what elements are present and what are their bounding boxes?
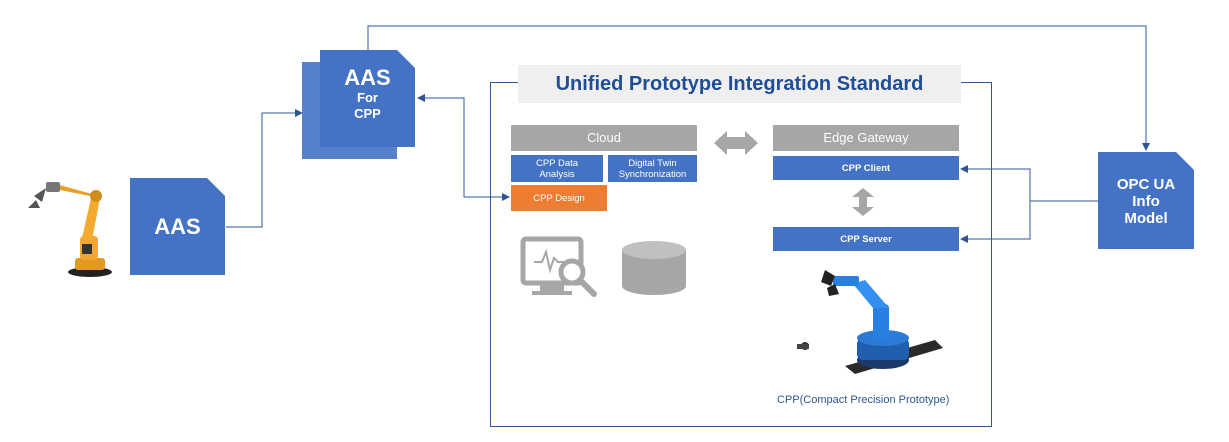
cpp-data-analysis-label: CPP Data Analysis — [535, 157, 579, 180]
aas-for-cpp-for: For — [357, 90, 378, 105]
cpp-server-label: CPP Server — [840, 233, 892, 245]
aas-to-aas-for-cpp-connector — [226, 109, 303, 228]
cpp-client-label: CPP Client — [841, 162, 891, 174]
aas-for-cpp-cpp: CPP — [354, 106, 381, 121]
cloud-header: Cloud — [511, 125, 697, 151]
industrial-robot-icon — [28, 182, 112, 277]
database-icon — [622, 241, 686, 295]
cpp-design-label: CPP Design — [533, 192, 585, 204]
cpp-design-to-aas-connector — [417, 94, 465, 197]
monitor-analysis-icon — [520, 236, 597, 297]
cpp-robot-arm-icon — [797, 270, 943, 374]
digital-twin-sync-label: Digital Twin Synchronization — [618, 157, 687, 180]
cloud-edge-double-arrow-icon — [714, 131, 758, 155]
cpp-server-cell: CPP Server — [773, 227, 959, 251]
cpp-caption: CPP(Compact Precision Prototype) — [777, 394, 950, 406]
cpp-client-cell: CPP Client — [773, 156, 959, 180]
aas-for-cpp-box: AAS For CPP — [320, 50, 415, 147]
aas-label: AAS — [154, 214, 201, 239]
standard-title: Unified Prototype Integration Standard — [518, 65, 961, 103]
opcua-info-model-box: OPC UA Info Model — [1098, 152, 1194, 249]
digital-twin-sync-cell: Digital Twin Synchronization — [608, 155, 697, 182]
client-server-double-arrow-icon — [852, 188, 874, 216]
opcua-to-client-connector — [960, 165, 1098, 202]
edge-gateway-header: Edge Gateway — [773, 125, 959, 151]
aas-box: AAS — [130, 178, 225, 275]
aas-for-cpp-to-opcua-connector — [367, 25, 1150, 151]
aas-for-cpp-title: AAS — [344, 65, 391, 90]
opcua-line2: Info — [1132, 193, 1160, 210]
opcua-line1: OPC UA — [1116, 176, 1176, 193]
opcua-line3: Model — [1124, 210, 1168, 227]
opcua-to-server-connector — [960, 201, 1031, 243]
cpp-design-cell: CPP Design — [511, 185, 607, 211]
cpp-data-analysis-cell: CPP Data Analysis — [511, 155, 603, 182]
